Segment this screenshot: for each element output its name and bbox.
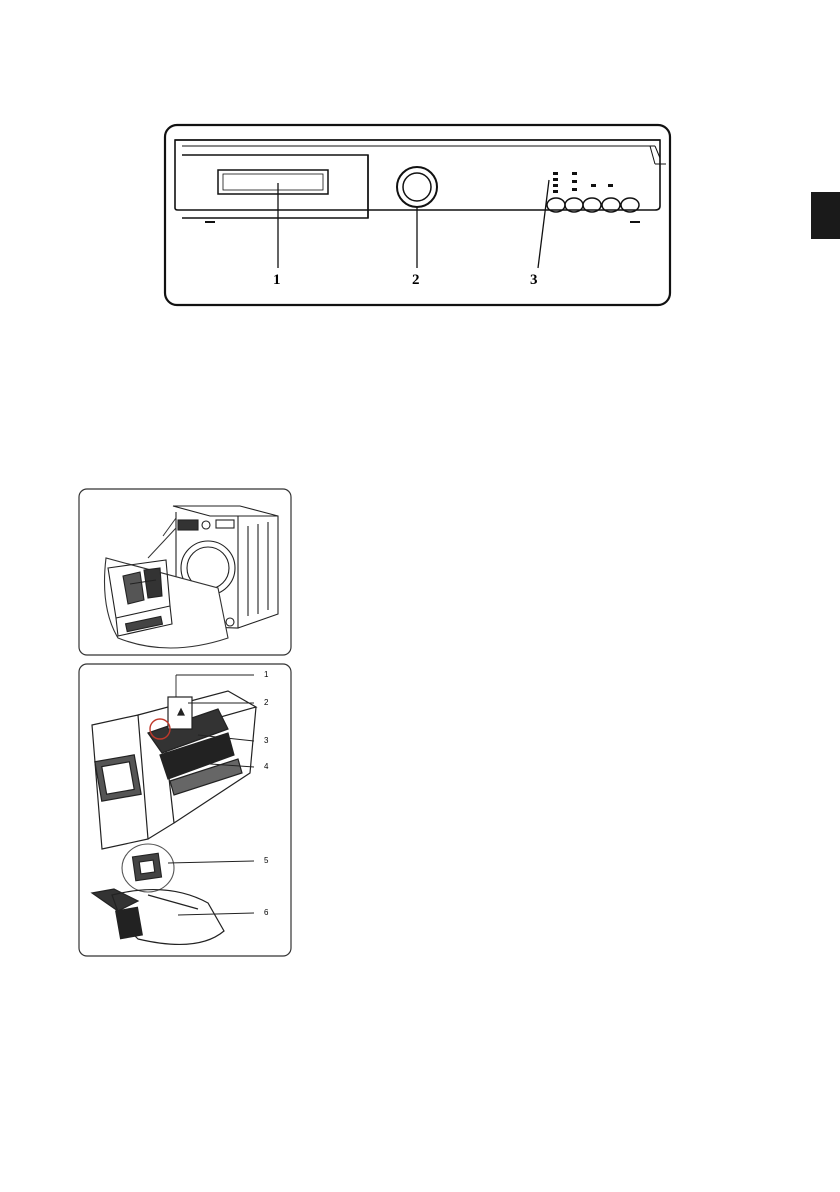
indicator-lights-icon [553, 172, 613, 193]
part-number: 6 [264, 908, 268, 917]
part-number: 2 [264, 698, 268, 707]
part-number: 4 [264, 762, 268, 771]
part-number: 1 [264, 670, 268, 679]
part-number: 5 [264, 856, 268, 865]
program-knob-icon [397, 167, 437, 207]
callout-number: 3 [530, 272, 538, 289]
drawer-parts-figure [78, 663, 292, 957]
part-number: 3 [264, 736, 268, 745]
control-panel-figure [0, 0, 840, 320]
callout-number: 1 [273, 272, 281, 289]
drawer-location-figure [78, 488, 292, 656]
detergent-drawer-icon [182, 155, 368, 218]
callout-number: 2 [412, 272, 420, 289]
